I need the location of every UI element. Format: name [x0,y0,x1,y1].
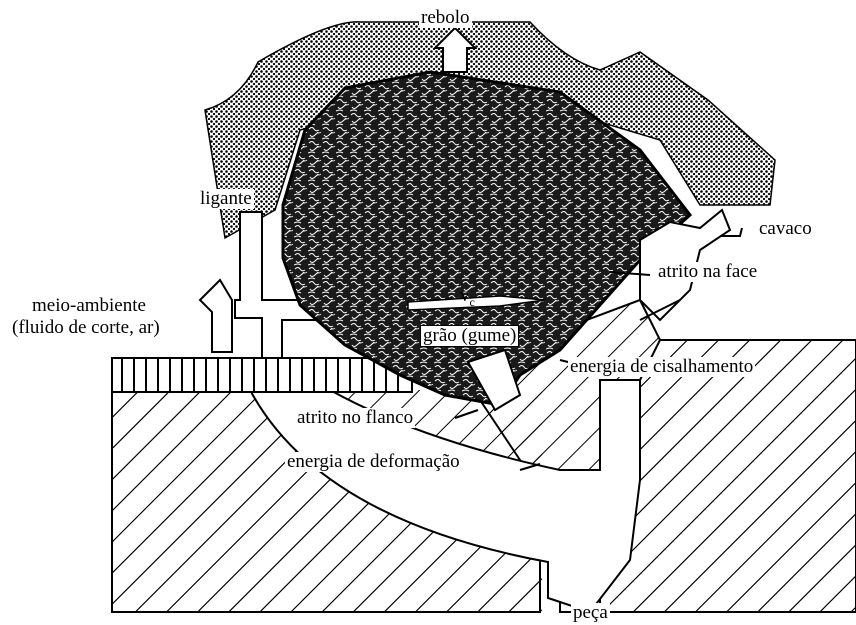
vc-main: v [460,285,470,306]
label-energia-de-deformacao: energia de deformação [285,452,462,472]
label-cavaco: cavaco [757,219,814,239]
label-rebolo: rebolo [419,8,472,28]
label-cutting-velocity: vc [458,286,477,312]
label-fluido-de-corte: (fluido de corte, ar) [10,318,162,338]
label-grao-gume: grão (gume) [420,325,519,347]
label-ligante: ligante [198,189,254,209]
environment-flow-channel [200,280,232,352]
label-energia-de-cisalhamento: energia de cisalhamento [568,357,755,377]
label-peca: peça [571,603,610,623]
label-atrito-na-face: atrito na face [656,262,759,282]
label-meio-ambiente: meio-ambiente [30,296,148,316]
vc-subscript: c [470,295,475,309]
label-atrito-no-flanco: atrito no flanco [295,408,415,428]
